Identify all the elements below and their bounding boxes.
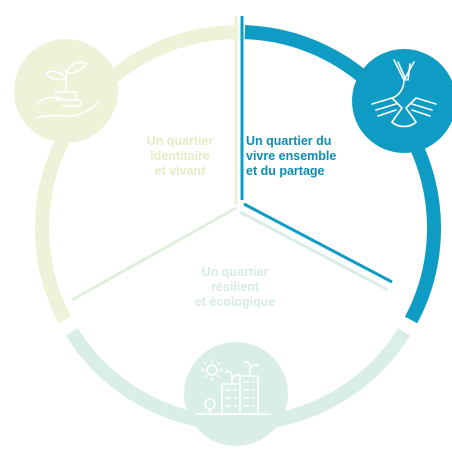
hand-plant-icon bbox=[14, 39, 118, 143]
divider-right bbox=[243, 202, 393, 284]
divider-right-inner bbox=[239, 210, 389, 292]
joined-hands-icon bbox=[352, 49, 452, 153]
segment-label-resilient: Un quartier résilient et écologique bbox=[194, 265, 276, 309]
segment-label-vivre-ensemble: Un quartier du vivre ensemble et du part… bbox=[246, 134, 337, 178]
segment-label-identitaire: Un quartier identitaire et vivant bbox=[146, 134, 214, 178]
green-buildings-icon bbox=[184, 342, 288, 446]
divider-left bbox=[71, 206, 237, 302]
